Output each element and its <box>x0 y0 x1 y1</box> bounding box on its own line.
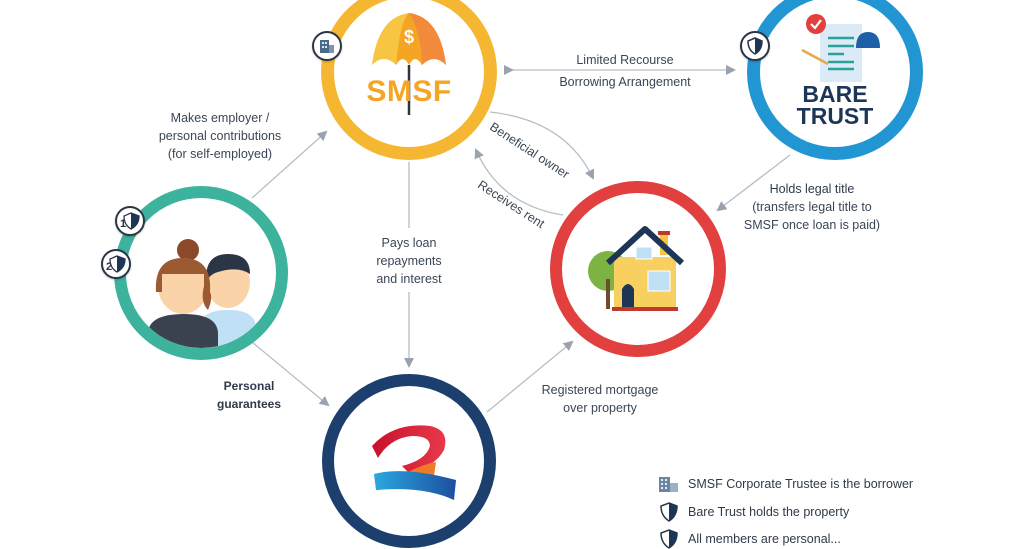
member-1-number: 1 <box>120 218 126 230</box>
contributions-label-line3: (for self-employed) <box>167 147 273 161</box>
contributions-label-line1: Makes employer / <box>170 111 270 125</box>
house-icon <box>588 226 685 311</box>
legend-text: Bare Trust holds the property <box>688 505 850 519</box>
corporate-trustee-badge <box>312 31 342 61</box>
shield-icon <box>660 502 678 522</box>
contributions-label-line2: personal contributions <box>158 129 282 143</box>
shield-icon: 2 <box>106 255 126 273</box>
members-people-icon <box>148 239 256 348</box>
pays-loan-label-line1: Pays loan <box>381 236 437 250</box>
legend-item-bare-trust: Bare Trust holds the property <box>660 502 849 522</box>
umbrella-icon: $ <box>372 13 446 115</box>
legend-text: SMSF Corporate Trustee is the borrower <box>688 477 914 491</box>
holds-title-label-line3: SMSF once loan is paid) <box>743 218 881 232</box>
lrba-label-line2: Borrowing Arrangement <box>559 75 691 89</box>
smsf-label: SMSF <box>366 75 452 108</box>
shield-icon <box>660 529 678 549</box>
bare-trust-badge <box>740 31 770 61</box>
legend-item-members: All members are personal... <box>660 529 841 549</box>
guarantees-label-line1: Personal <box>223 379 275 393</box>
guarantees-label-line2: guarantees <box>216 397 282 411</box>
lender-logo-icon <box>372 425 456 500</box>
mortgage-label-line2: over property <box>563 401 637 415</box>
connector-lines <box>251 65 791 413</box>
property-node <box>550 181 726 357</box>
corporate-building-icon <box>659 477 678 492</box>
member-2-badge: 2 <box>101 249 131 279</box>
lrba-label-line1: Limited Recourse <box>576 53 674 67</box>
shield-icon <box>747 37 763 55</box>
corporate-building-icon <box>320 40 334 53</box>
holds-title-label-line1: Holds legal title <box>769 182 855 196</box>
bare-trust-label-line1: BARE <box>802 81 868 107</box>
holds-title-label-line2: (transfers legal title to <box>752 200 872 214</box>
svg-text:$: $ <box>404 27 414 47</box>
legend-item-corporate-trustee: SMSF Corporate Trustee is the borrower <box>658 475 913 493</box>
member-2-number: 2 <box>106 261 112 273</box>
bare-trust-label-line2: TRUST <box>796 103 874 129</box>
trust-document-icon <box>801 14 880 82</box>
legend-text: All members are personal... <box>688 532 841 546</box>
pays-loan-label-line3: and interest <box>376 272 442 286</box>
lender-node <box>322 374 496 548</box>
mortgage-label-line1: Registered mortgage <box>541 383 659 397</box>
pays-loan-label-line2: repayments <box>376 254 442 268</box>
member-1-badge: 1 <box>115 206 145 236</box>
shield-icon: 1 <box>120 212 140 230</box>
